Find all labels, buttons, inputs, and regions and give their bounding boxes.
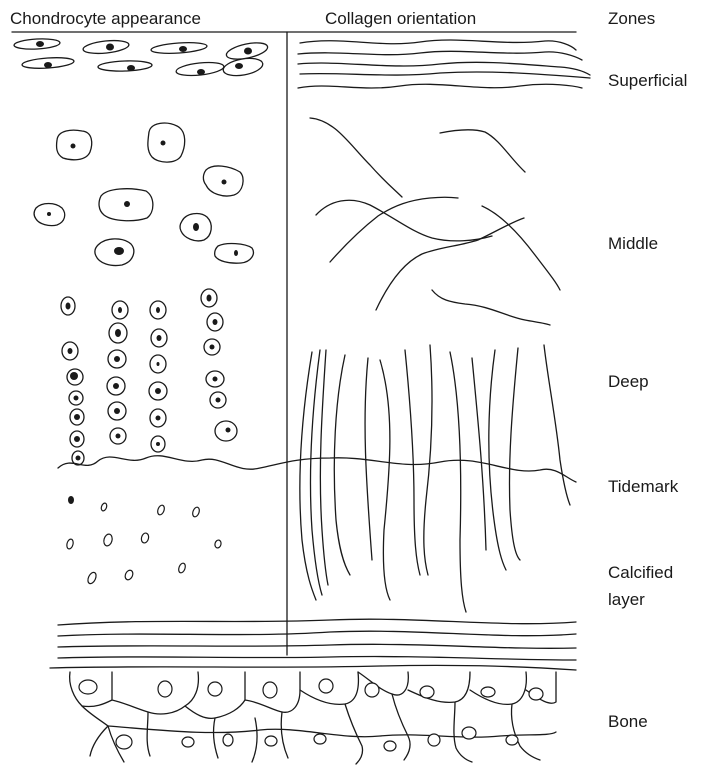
zone-label-calcified-layer: layer xyxy=(608,590,645,609)
collagen-deep-fibers xyxy=(300,345,570,612)
cement-line xyxy=(50,619,576,670)
chondrocyte-header: Chondrocyte appearance xyxy=(10,9,201,28)
zone-label-tidemark: Tidemark xyxy=(608,477,679,496)
zone-label-calcified: Calcified xyxy=(608,563,673,582)
deep-chondrocytes xyxy=(61,289,237,465)
zone-label-superficial: Superficial xyxy=(608,71,687,90)
zone-label-deep: Deep xyxy=(608,372,649,391)
zones-header: Zones xyxy=(608,9,655,28)
collagen-middle-fibers xyxy=(310,118,560,325)
tidemark-line xyxy=(58,456,576,482)
collagen-header: Collagen orientation xyxy=(325,9,476,28)
superficial-chondrocytes xyxy=(14,38,269,79)
zone-label-bone: Bone xyxy=(608,712,648,731)
calcified-chondrocytes xyxy=(66,496,222,585)
zone-label-middle: Middle xyxy=(608,234,658,253)
middle-chondrocytes xyxy=(34,123,253,265)
bone-tissue xyxy=(70,672,556,764)
collagen-superficial-fibers xyxy=(298,40,590,88)
